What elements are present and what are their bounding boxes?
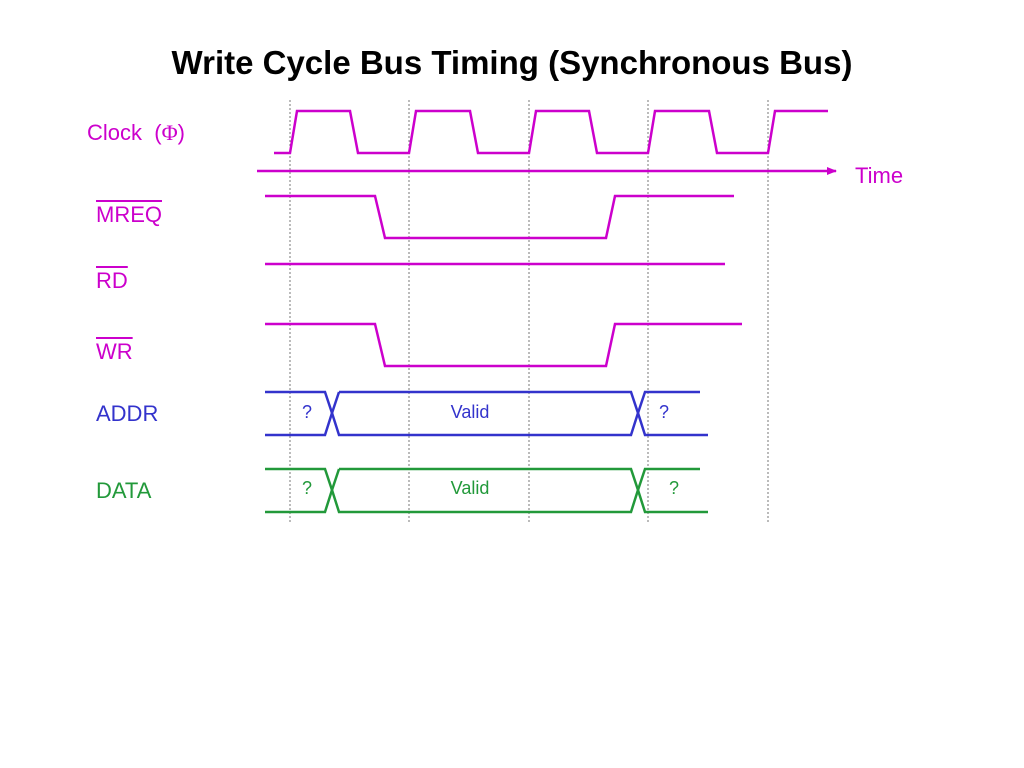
clock-label-text: Clock (87, 120, 143, 145)
rd-label: RD (96, 268, 128, 293)
data-segment-pre: ? (301, 478, 313, 498)
data-segment-valid: Valid (450, 478, 490, 498)
mreq-waveform (265, 194, 734, 240)
wr-waveform (265, 322, 742, 368)
addr-segment-pre: ? (301, 402, 313, 422)
clock-waveform (274, 109, 828, 155)
data-bus-waveform (265, 467, 708, 514)
time-label: Time (855, 163, 904, 188)
phi-symbol: Φ (161, 120, 178, 145)
clock-edge-gridlines (289, 100, 769, 522)
clock-label: Clock (Φ) (87, 120, 185, 145)
addr-segment-post: ? (658, 402, 670, 422)
addr-bus-waveform (265, 390, 708, 437)
data-segment-post: ? (668, 478, 680, 498)
addr-label: ADDR (96, 401, 159, 426)
data-label: DATA (96, 478, 152, 503)
addr-segment-valid: Valid (450, 402, 490, 422)
wr-label: WR (96, 339, 133, 364)
mreq-label: MREQ (96, 202, 162, 227)
page-title: Write Cycle Bus Timing (Synchronous Bus) (171, 44, 853, 81)
